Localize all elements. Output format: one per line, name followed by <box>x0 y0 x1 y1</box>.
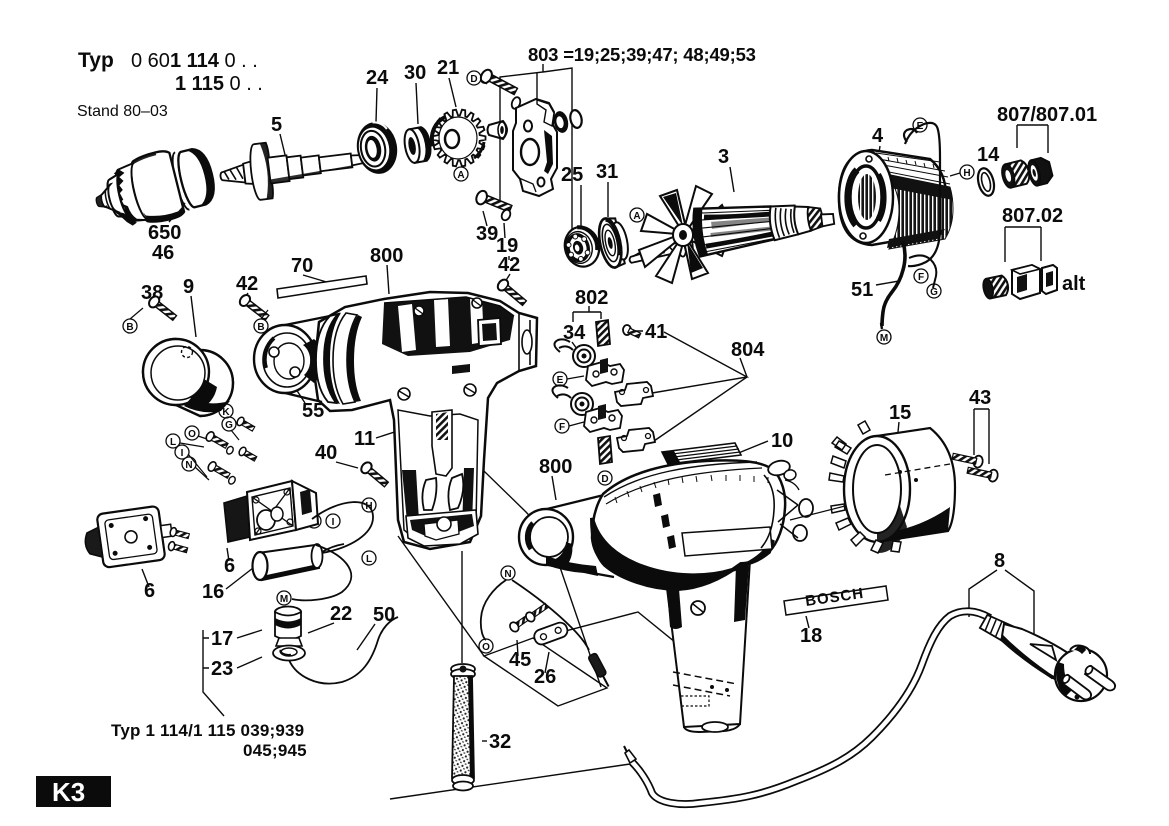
svg-text:Stand 80–03: Stand 80–03 <box>77 103 168 120</box>
svg-text:B: B <box>126 322 133 333</box>
svg-text:O: O <box>188 429 196 440</box>
svg-text:30: 30 <box>404 62 426 84</box>
svg-text:45: 45 <box>509 649 531 671</box>
svg-text:L: L <box>170 437 176 448</box>
svg-text:17: 17 <box>211 628 233 650</box>
svg-text:0 601 114 0 . .: 0 601 114 0 . . <box>131 50 258 72</box>
svg-text:24: 24 <box>366 67 389 89</box>
svg-text:39: 39 <box>476 223 498 245</box>
svg-text:F: F <box>918 272 924 283</box>
svg-text:G: G <box>930 287 938 298</box>
svg-text:A: A <box>633 211 640 222</box>
svg-text:K: K <box>222 407 230 418</box>
svg-text:23: 23 <box>211 658 233 680</box>
svg-text:50: 50 <box>373 604 395 626</box>
svg-text:E: E <box>557 375 564 386</box>
svg-text:650: 650 <box>148 222 181 244</box>
svg-text:H: H <box>963 168 970 179</box>
svg-text:3: 3 <box>718 146 729 168</box>
svg-text:D: D <box>601 474 608 485</box>
svg-text:51: 51 <box>851 279 873 301</box>
svg-text:22: 22 <box>330 603 352 625</box>
svg-text:N: N <box>504 569 511 580</box>
svg-text:5: 5 <box>271 114 282 136</box>
svg-text:802: 802 <box>575 287 608 309</box>
svg-text:14: 14 <box>977 144 1000 166</box>
svg-text:10: 10 <box>771 430 793 452</box>
svg-text:8: 8 <box>994 550 1005 572</box>
svg-text:803 =19;25;39;47; 48;49;53: 803 =19;25;39;47; 48;49;53 <box>528 44 756 65</box>
svg-text:alt: alt <box>1062 273 1086 295</box>
svg-text:L: L <box>366 554 372 565</box>
svg-text:F: F <box>559 422 565 433</box>
svg-text:18: 18 <box>800 625 822 647</box>
svg-text:4: 4 <box>872 125 884 147</box>
svg-text:Typ: Typ <box>78 49 114 72</box>
svg-text:O: O <box>482 642 490 653</box>
svg-text:32: 32 <box>489 731 511 753</box>
svg-text:N: N <box>185 460 192 471</box>
svg-text:807.02: 807.02 <box>1002 205 1063 227</box>
svg-text:21: 21 <box>437 57 459 79</box>
svg-text:26: 26 <box>534 666 556 688</box>
svg-text:M: M <box>280 594 288 605</box>
svg-text:045;945: 045;945 <box>243 741 307 760</box>
svg-text:34: 34 <box>563 322 586 344</box>
svg-text:6: 6 <box>224 555 235 577</box>
svg-text:11: 11 <box>354 428 375 450</box>
svg-text:16: 16 <box>202 581 224 603</box>
svg-text:E: E <box>917 121 924 132</box>
svg-text:I: I <box>332 517 335 528</box>
svg-text:K3: K3 <box>52 777 85 807</box>
svg-text:800: 800 <box>539 456 572 478</box>
svg-text:40: 40 <box>315 442 337 464</box>
svg-text:42: 42 <box>236 273 258 295</box>
svg-text:800: 800 <box>370 245 403 267</box>
svg-text:I: I <box>181 448 184 459</box>
svg-text:Typ 1 114/1 115 039;939: Typ 1 114/1 115 039;939 <box>111 721 304 740</box>
svg-text:804: 804 <box>731 339 765 361</box>
svg-text:46: 46 <box>152 242 174 264</box>
svg-text:55: 55 <box>302 400 324 422</box>
svg-text:70: 70 <box>291 255 313 277</box>
svg-text:B: B <box>257 322 264 333</box>
svg-text:15: 15 <box>889 402 911 424</box>
svg-text:G: G <box>225 420 233 431</box>
svg-text:41: 41 <box>645 321 667 343</box>
svg-text:19: 19 <box>496 235 518 257</box>
svg-text:43: 43 <box>969 387 991 409</box>
svg-text:6: 6 <box>144 580 155 602</box>
svg-text:807/807.01: 807/807.01 <box>997 104 1097 126</box>
svg-text:D: D <box>470 74 477 85</box>
svg-text:M: M <box>880 333 888 344</box>
svg-text:9: 9 <box>183 276 194 298</box>
svg-text:31: 31 <box>596 161 618 183</box>
svg-text:A: A <box>457 170 464 181</box>
svg-text:42: 42 <box>498 254 520 276</box>
svg-text:1 115 0 . .: 1 115 0 . . <box>175 73 263 95</box>
